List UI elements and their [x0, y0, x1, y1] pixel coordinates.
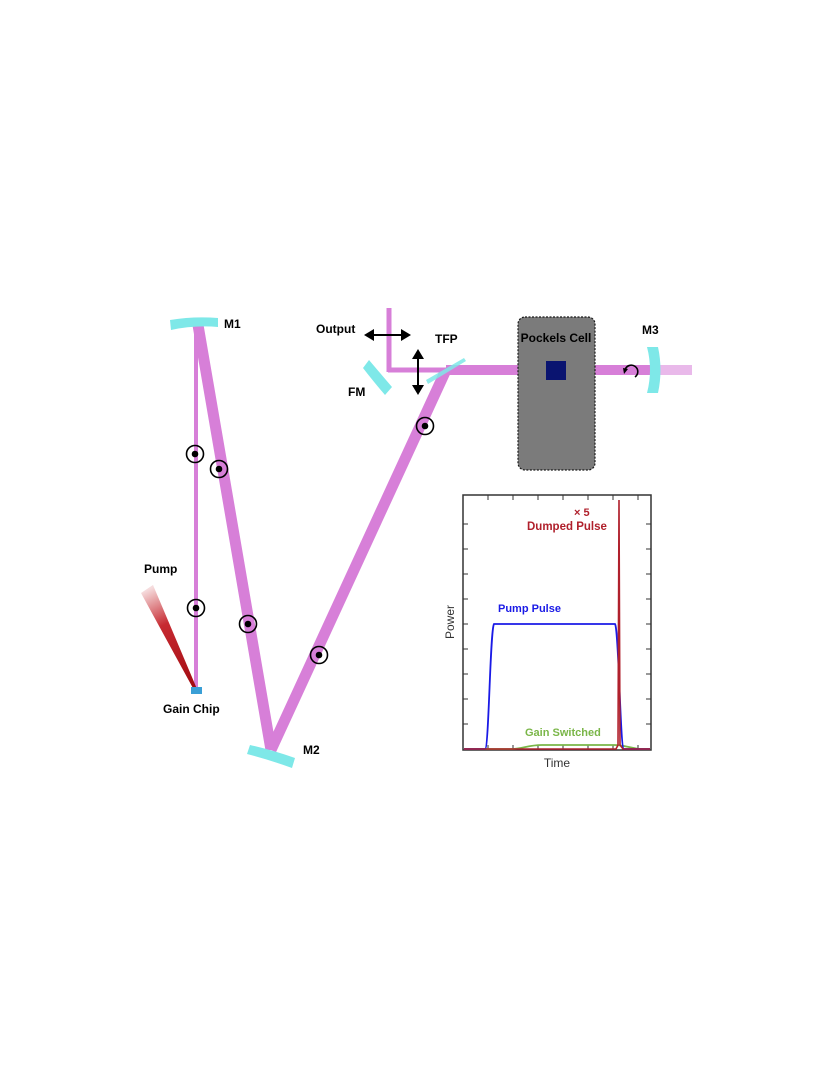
inset-label-dumped-pulse: Dumped Pulse	[527, 521, 607, 533]
pump-beam	[141, 585, 197, 690]
gain-chip	[191, 687, 202, 694]
cavity-beams	[192, 308, 692, 753]
pol-marker-1	[185, 444, 205, 464]
label-tfp: TFP	[435, 332, 458, 346]
inset-frame	[462, 494, 652, 751]
power-vs-time-inset: × 5 Dumped Pulse Pump Pulse Gain Switche…	[443, 494, 652, 770]
pockels-cell	[517, 316, 596, 471]
label-m1: M1	[224, 317, 241, 331]
inset-xlabel: Time	[544, 756, 571, 770]
label-fm: FM	[348, 385, 365, 399]
horizontal-polarization-arrow	[364, 329, 411, 341]
label-m3: M3	[642, 323, 659, 337]
dumped-pulse-trace	[464, 499, 650, 750]
inset-label-gain-switched: Gain Switched	[525, 727, 601, 739]
mirror-fm	[363, 360, 392, 395]
label-pockels-cell: Pockels Cell	[521, 331, 592, 345]
rotation-arrow-icon	[623, 364, 639, 378]
vertical-polarization-arrow	[412, 349, 424, 395]
pol-marker-5	[309, 645, 329, 665]
label-gain-chip: Gain Chip	[163, 702, 220, 716]
label-pump: Pump	[144, 562, 177, 576]
polarization-markers	[185, 416, 435, 665]
label-m2: M2	[303, 743, 320, 757]
inset-multiplier: × 5	[574, 507, 590, 519]
beam-m1-to-m2	[192, 324, 277, 751]
pol-marker-3	[186, 598, 206, 618]
pol-marker-4	[238, 614, 258, 634]
pump-pulse-trace	[464, 623, 650, 750]
mirror-m2	[247, 745, 295, 768]
label-output: Output	[316, 322, 355, 336]
inset-ylabel: Power	[443, 605, 457, 639]
mirror-m3	[647, 347, 661, 393]
pol-marker-2	[209, 459, 229, 479]
thin-film-polarizer	[426, 358, 466, 384]
beam-m2-to-tfp	[266, 367, 451, 753]
pockels-crystal	[546, 361, 566, 380]
mirror-m1	[170, 317, 218, 330]
pol-marker-6	[415, 416, 435, 436]
inset-label-pump-pulse: Pump Pulse	[498, 603, 561, 615]
